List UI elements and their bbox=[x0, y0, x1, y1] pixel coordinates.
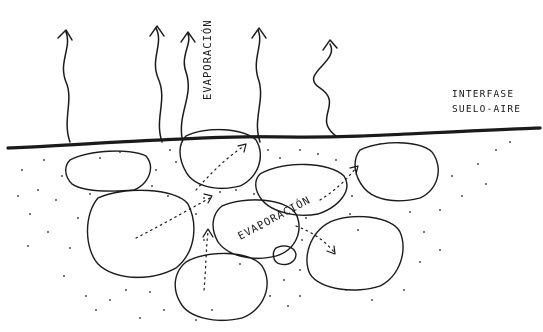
stone-8 bbox=[175, 253, 267, 320]
dotted-arrow-3 bbox=[204, 232, 208, 290]
soil-internal-arrows bbox=[136, 146, 356, 290]
evaporation-label-above: EVAPORACIÓN bbox=[202, 19, 214, 100]
stone-5 bbox=[88, 190, 194, 277]
dotted-arrow-2 bbox=[196, 146, 244, 190]
interface-label-line-1: INTERFASE bbox=[452, 87, 521, 102]
vapor-arrow-1-head bbox=[58, 30, 72, 40]
soil-stipple bbox=[17, 141, 511, 321]
stone-1 bbox=[66, 151, 151, 191]
stone-3 bbox=[355, 143, 438, 201]
soil-air-interface-line bbox=[8, 128, 540, 148]
vapor-arrow-3 bbox=[181, 34, 188, 138]
dotted-arrow-4 bbox=[296, 226, 334, 252]
vapor-arrows bbox=[58, 26, 337, 142]
dotted-arrow-1 bbox=[136, 198, 210, 238]
dotted-arrow-5 bbox=[320, 168, 356, 200]
vapor-arrow-5 bbox=[314, 44, 336, 136]
vapor-arrow-2 bbox=[155, 28, 162, 142]
stone-7 bbox=[307, 217, 403, 290]
interface-label-line-2: SUELO-AIRE bbox=[452, 102, 521, 117]
soil-internal-arrowheads bbox=[203, 144, 358, 254]
interface-label: INTERFASE SUELO-AIRE bbox=[452, 87, 521, 117]
vapor-arrow-4 bbox=[256, 30, 260, 142]
vapor-arrow-1 bbox=[63, 32, 70, 142]
